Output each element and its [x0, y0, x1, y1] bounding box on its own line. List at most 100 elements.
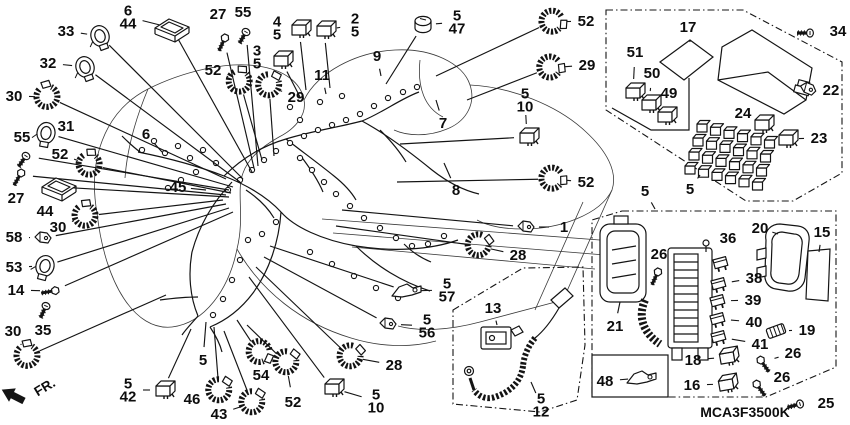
callout-label[interactable]: 29: [288, 89, 305, 106]
callout-label[interactable]: 26: [774, 369, 791, 386]
callout-33[interactable]: 33: [58, 23, 244, 180]
callout-26[interactable]: 26: [648, 246, 667, 287]
callout-label[interactable]: 55: [235, 4, 252, 21]
callout-label[interactable]: 5: [199, 352, 207, 369]
callout-52[interactable]: 52: [52, 146, 232, 194]
callout-label[interactable]: 38: [746, 270, 763, 287]
callout-52[interactable]: 52: [435, 7, 595, 77]
callout-43[interactable]: 43: [211, 330, 267, 423]
callout-label[interactable]: 27: [8, 190, 25, 207]
callout-20[interactable]: 20: [752, 220, 779, 237]
callout-5[interactable]: 5: [641, 183, 656, 210]
callout-16[interactable]: 16: [684, 372, 740, 394]
callout-label[interactable]: 8: [452, 182, 460, 199]
callout-label[interactable]: 39: [745, 292, 762, 309]
callout-label[interactable]: 28: [510, 247, 527, 264]
callout-52[interactable]: 52: [205, 62, 263, 161]
callout-23[interactable]: 23: [778, 129, 827, 149]
callout-29[interactable]: 29: [466, 52, 595, 101]
callout-label[interactable]: 33: [58, 23, 75, 40]
callout-label[interactable]: 50: [644, 65, 661, 82]
callout-label[interactable]: 6: [142, 126, 150, 143]
callout-5[interactable]: 5: [199, 321, 207, 369]
callout-41[interactable]: 41: [710, 330, 769, 353]
callout-36[interactable]: 36: [712, 230, 737, 273]
callout-46[interactable]: 46: [184, 326, 234, 408]
callout-25[interactable]: 25: [786, 395, 834, 412]
callout-52[interactable]: 52: [246, 324, 302, 411]
callout-39[interactable]: 39: [709, 292, 762, 311]
callout-label[interactable]: 35: [35, 322, 52, 339]
callout-label[interactable]: 44: [37, 203, 54, 220]
callout-28[interactable]: 28: [335, 225, 527, 264]
callout-label[interactable]: 48: [597, 373, 614, 390]
callout-54[interactable]: 54: [236, 319, 276, 384]
callout-11[interactable]: 11: [314, 67, 330, 95]
callout-17[interactable]: 17: [680, 19, 697, 43]
callout-35[interactable]: 35: [35, 301, 52, 339]
callout-13[interactable]: 13: [485, 300, 502, 326]
callout-38[interactable]: 38: [710, 270, 763, 294]
callout-label[interactable]: 32: [40, 55, 57, 72]
callout-label[interactable]: 24: [735, 105, 752, 122]
callout-52[interactable]: 52: [396, 164, 594, 192]
callout-label[interactable]: 20: [752, 220, 769, 237]
callout-32[interactable]: 32: [40, 54, 241, 183]
callout-34[interactable]: 34: [797, 23, 847, 40]
callout-label[interactable]: 19: [799, 322, 816, 339]
callout-label[interactable]: 36: [720, 230, 737, 247]
callout-label[interactable]: 25: [818, 395, 835, 412]
callout-14[interactable]: 14: [8, 211, 234, 299]
callout-58[interactable]: 58: [6, 203, 227, 246]
callout-51[interactable]: 51: [625, 44, 646, 102]
callout-label[interactable]: 27: [210, 6, 227, 23]
callout-label[interactable]: 46: [184, 391, 201, 408]
callout-30[interactable]: 30: [5, 294, 167, 369]
callout-label[interactable]: 16: [684, 377, 701, 394]
callout-label[interactable]: 9: [373, 48, 381, 65]
callout-21[interactable]: 21: [607, 301, 624, 335]
callout-24[interactable]: 24: [735, 105, 775, 134]
callout-29[interactable]: 29: [255, 68, 305, 157]
callout-50[interactable]: 50: [641, 65, 662, 114]
callout-label[interactable]: 5: [686, 181, 694, 198]
callout-label[interactable]: 30: [6, 88, 23, 105]
callout-5[interactable]: 5: [686, 174, 701, 198]
callout-label[interactable]: 58: [6, 229, 23, 246]
callout-label[interactable]: 52: [205, 62, 222, 79]
callout-label[interactable]: 49: [661, 85, 678, 102]
callout-label[interactable]: 41: [752, 336, 769, 353]
callout-label[interactable]: 52: [578, 13, 595, 30]
callout-label[interactable]: 18: [685, 352, 702, 369]
callout-label[interactable]: 54: [253, 367, 270, 384]
callout-label[interactable]: 43: [211, 406, 228, 423]
callout-18[interactable]: 18: [685, 345, 741, 369]
callout-label[interactable]: 53: [6, 259, 23, 276]
callout-label[interactable]: 26: [785, 345, 802, 362]
callout-label[interactable]: 15: [814, 224, 831, 241]
callout-label[interactable]: 52: [285, 394, 302, 411]
callout-label[interactable]: 40: [746, 314, 763, 331]
callout-label[interactable]: 55: [14, 129, 31, 146]
callout-30[interactable]: 30: [50, 198, 224, 236]
callout-label[interactable]: 21: [607, 318, 624, 335]
callout-26[interactable]: 26: [755, 345, 801, 375]
